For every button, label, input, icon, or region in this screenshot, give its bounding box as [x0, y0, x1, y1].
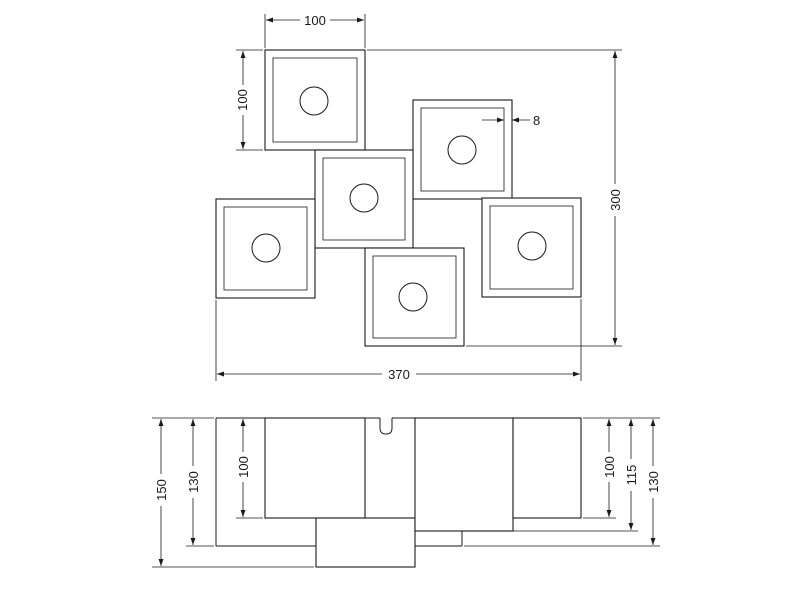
plan-module-1 [264, 49, 366, 151]
front-module-right-mid [414, 417, 514, 547]
plan-view: 100 100 8 300 [215, 12, 624, 382]
dim-front-left-overall: 150 [152, 417, 314, 568]
dim-label: 100 [602, 456, 617, 478]
dim-label: 150 [154, 479, 169, 501]
dim-label: 100 [236, 456, 251, 478]
dim-spacing: 8 [482, 113, 540, 128]
dim-label: 8 [533, 113, 540, 128]
dim-label: 300 [608, 189, 623, 211]
dim-front-right-overall: 130 [464, 417, 662, 547]
front-view: 150 130 100 100 [152, 417, 662, 568]
dim-module-height: 100 [234, 49, 263, 151]
dim-front-right-mid: 115 [464, 417, 640, 532]
plan-module-2 [412, 99, 513, 200]
lamp-socket-icon [447, 135, 477, 165]
dim-label: 130 [646, 471, 661, 493]
dim-label: 100 [304, 13, 326, 28]
dim-label: 115 [624, 465, 639, 486]
lamp-socket-icon [398, 282, 428, 312]
dim-overall-width: 370 [215, 299, 582, 382]
dim-front-left-module: 100 [234, 417, 263, 519]
dim-label: 130 [186, 471, 201, 493]
dim-label: 100 [235, 89, 250, 111]
front-module-left [264, 417, 366, 519]
dim-front-left-body: 130 [184, 419, 214, 547]
plan-module-4 [215, 198, 316, 299]
dim-label: 370 [388, 367, 410, 382]
front-module-right [512, 417, 582, 519]
plan-module-6 [364, 247, 465, 347]
dim-overall-height: 300 [367, 49, 624, 347]
dim-front-right-module: 100 [583, 417, 618, 519]
front-body-center [315, 417, 417, 568]
lamp-socket-icon [349, 183, 379, 213]
lamp-socket-icon [251, 233, 281, 263]
plan-module-5 [481, 197, 582, 298]
lamp-socket-icon [517, 231, 547, 261]
lamp-socket-icon [299, 86, 329, 116]
dim-module-width: 100 [264, 12, 366, 48]
plan-module-3 [314, 149, 414, 249]
